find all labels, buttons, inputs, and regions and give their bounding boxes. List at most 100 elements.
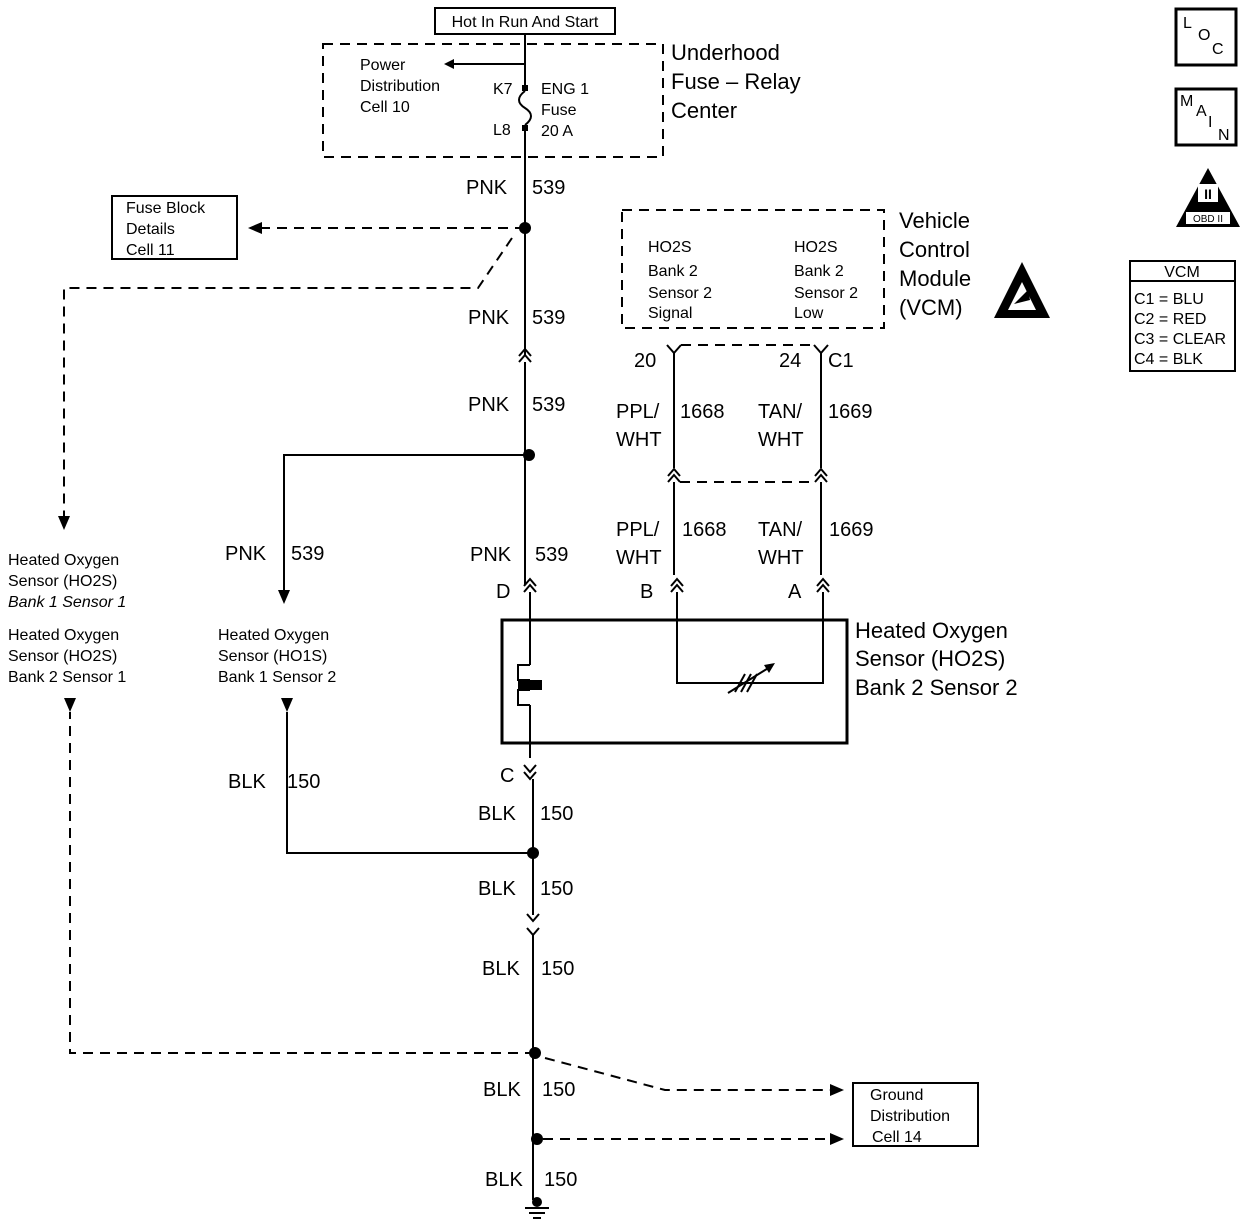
svg-text:Heated Oxygen: Heated Oxygen: [8, 627, 119, 644]
main-icon[interactable]: M A I N: [1174, 87, 1238, 147]
svg-text:Cell 11: Cell 11: [126, 242, 175, 259]
svg-text:1669: 1669: [829, 519, 874, 541]
pin-a-label: A: [788, 581, 802, 603]
sensing-element: [676, 592, 824, 694]
b1s2-arrow: [278, 590, 290, 604]
hot-in-run-label: Hot In Run And Start: [452, 14, 599, 31]
svg-text:TAN/: TAN/: [758, 401, 803, 423]
svg-text:PPL/: PPL/: [616, 401, 660, 423]
svg-text:Fuse Block: Fuse Block: [126, 200, 206, 217]
power-distribution-label: Power Distribution Cell 10: [360, 57, 440, 116]
svg-text:BLK: BLK: [485, 1169, 523, 1191]
svg-text:PNK: PNK: [468, 394, 510, 416]
svg-text:150: 150: [542, 1079, 575, 1101]
svg-text:L: L: [1183, 15, 1192, 32]
svg-text:539: 539: [532, 394, 565, 416]
svg-text:BLK: BLK: [228, 771, 266, 793]
svg-text:Fuse: Fuse: [541, 102, 577, 119]
pin-24-label: 24: [779, 350, 801, 372]
svg-text:20 A: 20 A: [541, 123, 573, 140]
svg-text:150: 150: [540, 878, 573, 900]
svg-text:BLK: BLK: [478, 803, 516, 825]
svg-text:Bank 1 Sensor 2: Bank 1 Sensor 2: [218, 669, 336, 686]
svg-text:II: II: [1204, 186, 1212, 202]
eng1-fuse-label: ENG 1 Fuse 20 A: [541, 81, 589, 140]
svg-text:OBD II: OBD II: [1193, 214, 1223, 225]
svg-text:VCM: VCM: [1164, 264, 1200, 281]
sensor-b1s2-label: Heated Oxygen Sensor (HO1S) Bank 1 Senso…: [218, 627, 336, 686]
vcm-signal-label: HO2S Bank 2 Sensor 2 Signal: [648, 239, 712, 322]
svg-text:Low: Low: [794, 305, 824, 322]
fuse-symbol: [518, 90, 532, 126]
svg-text:Heated Oxygen: Heated Oxygen: [218, 627, 329, 644]
b1s1-arrow: [58, 516, 70, 530]
svg-text:M: M: [1180, 93, 1193, 110]
svg-text:Bank 2: Bank 2: [794, 263, 844, 280]
svg-text:Sensor (HO2S): Sensor (HO2S): [855, 646, 1005, 671]
ground-distribution-box: [852, 1082, 979, 1147]
svg-text:Details: Details: [126, 221, 175, 238]
svg-text:150: 150: [544, 1169, 577, 1191]
svg-text:PNK: PNK: [468, 307, 510, 329]
svg-text:Heated Oxygen: Heated Oxygen: [855, 618, 1008, 643]
svg-text:C2 = RED: C2 = RED: [1134, 311, 1206, 328]
svg-text:Cell 14: Cell 14: [872, 1129, 922, 1146]
svg-text:PNK: PNK: [466, 177, 508, 199]
svg-text:BLK: BLK: [478, 878, 516, 900]
svg-text:WHT: WHT: [616, 429, 662, 451]
svg-text:BLK: BLK: [483, 1079, 521, 1101]
svg-text:I: I: [1208, 114, 1212, 131]
pin-20-label: 20: [634, 350, 656, 372]
svg-text:Cell 10: Cell 10: [360, 99, 410, 116]
svg-text:TAN/: TAN/: [758, 519, 803, 541]
svg-text:Underhood: Underhood: [671, 40, 780, 65]
vcm-low-label: HO2S Bank 2 Sensor 2 Low: [794, 239, 858, 322]
svg-text:PNK: PNK: [470, 544, 512, 566]
fuse-block-box: [111, 195, 238, 260]
svg-text:Distribution: Distribution: [360, 78, 440, 95]
loc-icon[interactable]: L O C: [1174, 7, 1238, 67]
svg-text:539: 539: [291, 543, 324, 565]
svg-text:150: 150: [541, 958, 574, 980]
svg-text:HO2S: HO2S: [648, 239, 692, 256]
svg-text:Bank 2 Sensor 2: Bank 2 Sensor 2: [855, 675, 1018, 700]
sensor-b2s1-label: Heated Oxygen Sensor (HO2S) Bank 2 Senso…: [8, 627, 126, 686]
svg-text:C: C: [1212, 41, 1224, 58]
svg-text:WHT: WHT: [758, 547, 804, 569]
pin-d-label: D: [496, 581, 510, 603]
svg-text:C1 = BLU: C1 = BLU: [1134, 291, 1204, 308]
svg-text:(VCM): (VCM): [899, 295, 963, 320]
svg-text:Heated Oxygen: Heated Oxygen: [8, 552, 119, 569]
svg-text:Sensor (HO2S): Sensor (HO2S): [8, 648, 117, 665]
svg-text:PNK: PNK: [225, 543, 267, 565]
svg-text:Fuse – Relay: Fuse – Relay: [671, 69, 801, 94]
connector-c1-label: C1: [828, 350, 854, 372]
svg-text:Distribution: Distribution: [870, 1108, 950, 1125]
svg-text:Ground: Ground: [870, 1087, 923, 1104]
esd-warning-icon: [994, 262, 1050, 318]
fuse-block-label: Fuse Block Details Cell 11: [126, 200, 206, 259]
splice-ground-3: [531, 1133, 543, 1145]
sensor-b1s1-label: Heated Oxygen Sensor (HO2S) Bank 1 Senso…: [8, 552, 126, 611]
svg-text:Sensor (HO2S): Sensor (HO2S): [8, 573, 117, 590]
ground-distribution-label: Ground Distribution Cell 14: [870, 1087, 950, 1146]
power-distribution-arrow: [444, 59, 454, 69]
svg-text:Signal: Signal: [648, 305, 692, 322]
svg-text:C4 = BLK: C4 = BLK: [1134, 351, 1203, 368]
obd-ii-icon: II OBD II: [1176, 168, 1240, 227]
svg-text:Bank 2: Bank 2: [648, 263, 698, 280]
svg-text:Sensor 2: Sensor 2: [648, 285, 712, 302]
pin-k7-label: K7: [493, 81, 513, 98]
svg-text:O: O: [1198, 27, 1210, 44]
svg-text:HO2S: HO2S: [794, 239, 838, 256]
svg-text:539: 539: [535, 544, 568, 566]
svg-text:150: 150: [540, 803, 573, 825]
svg-text:PPL/: PPL/: [616, 519, 660, 541]
svg-text:A: A: [1196, 103, 1207, 120]
svg-text:Bank 2 Sensor 1: Bank 2 Sensor 1: [8, 669, 126, 686]
svg-text:Sensor (HO1S): Sensor (HO1S): [218, 648, 327, 665]
svg-text:Power: Power: [360, 57, 406, 74]
sensor-title: Heated Oxygen Sensor (HO2S) Bank 2 Senso…: [855, 618, 1018, 700]
svg-text:Bank 1 Sensor 1: Bank 1 Sensor 1: [8, 594, 126, 611]
